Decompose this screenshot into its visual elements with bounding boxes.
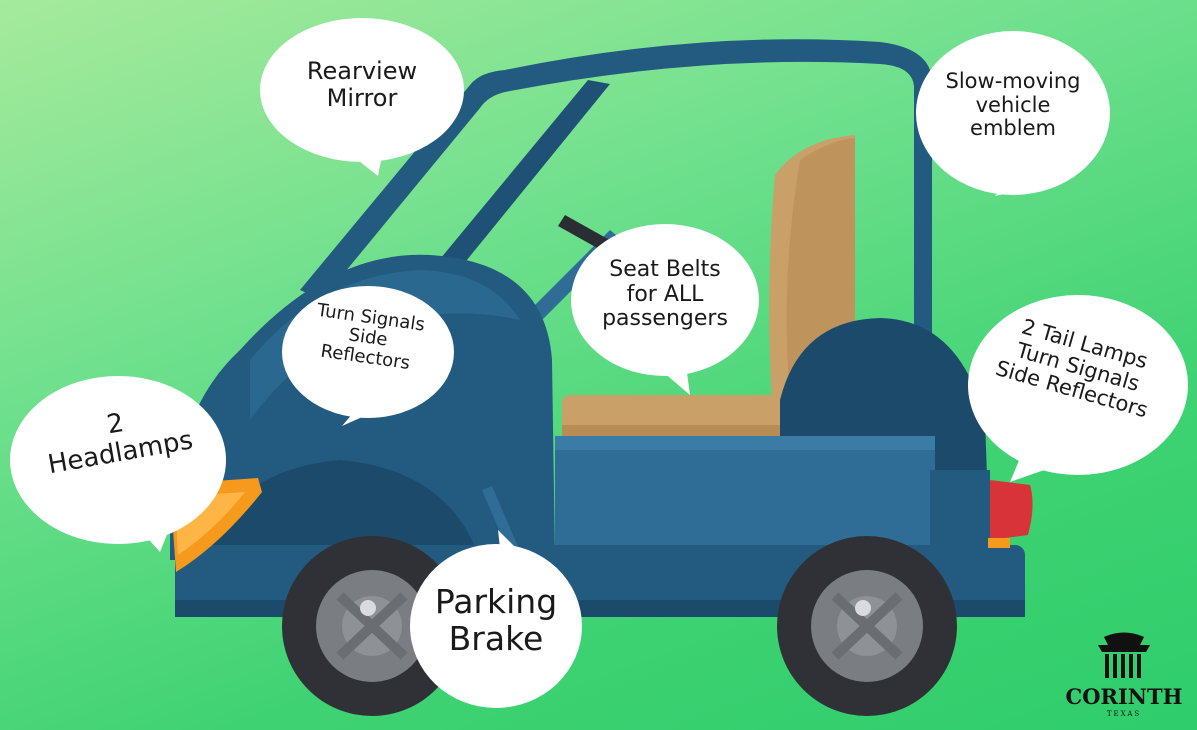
- corinth-logo-text: CORINTH: [1058, 684, 1190, 709]
- rear-wheel: [777, 536, 957, 716]
- rearview-mirror-label: Rearview Mirror: [282, 58, 442, 112]
- corinth-logo-emblem: [1098, 633, 1150, 679]
- corinth-logo-subtext: TEXAS: [1058, 710, 1190, 718]
- seat-belts-label: Seat Belts for ALL passengers: [585, 258, 745, 332]
- slow-moving-label: Slow-moving vehicle emblem: [928, 70, 1098, 141]
- tail-lamp: [990, 480, 1033, 540]
- parking-brake-label: Parking Brake: [420, 584, 572, 658]
